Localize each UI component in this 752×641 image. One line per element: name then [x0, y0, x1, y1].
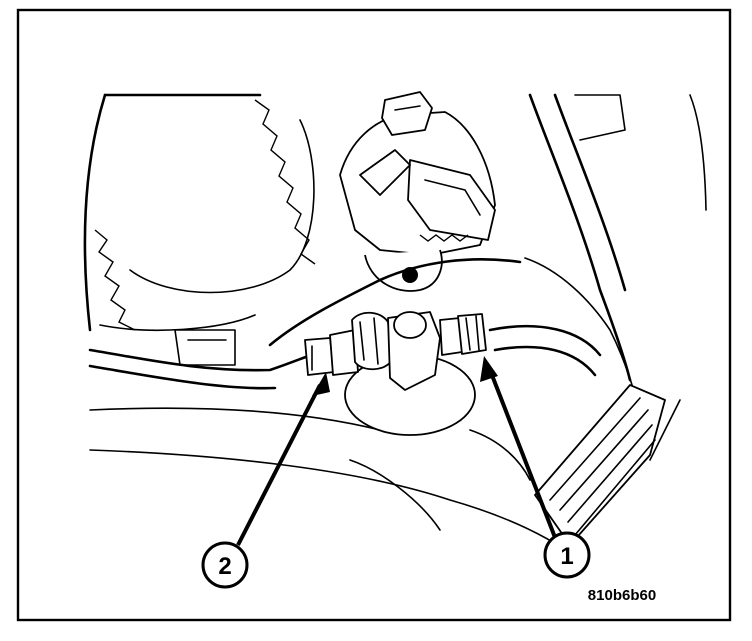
- housing-left: [83, 93, 316, 366]
- leader-line-2: [236, 384, 322, 546]
- callout-2: 2: [201, 541, 249, 589]
- leader-line-1: [488, 369, 558, 541]
- figure-id: 810b6b60: [588, 587, 656, 604]
- arrowhead-2: [312, 372, 330, 396]
- callout-1-label: 1: [560, 543, 573, 570]
- arrowhead-1: [480, 356, 498, 382]
- pedal: [528, 93, 707, 546]
- floor-contours: [89, 407, 581, 561]
- leader-arrows: [236, 356, 558, 546]
- sensor-assembly: [304, 311, 487, 436]
- callout-2-label: 2: [218, 553, 231, 580]
- callout-1: 1: [543, 531, 591, 579]
